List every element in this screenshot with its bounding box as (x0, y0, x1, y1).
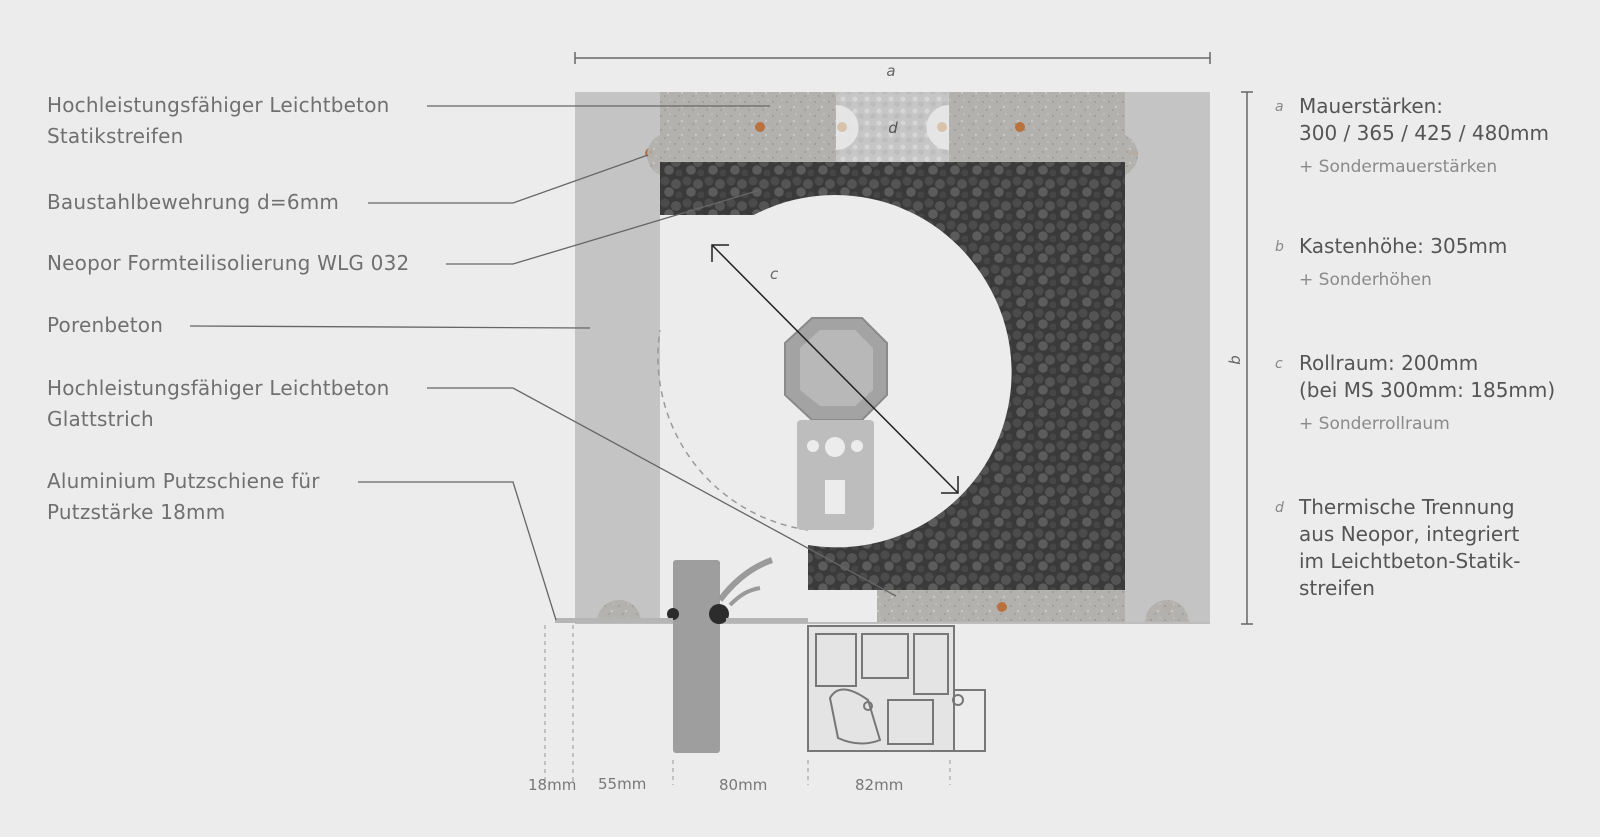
label-glattstrich: Hochleistungsfähiger Leichtbeton Glattst… (47, 376, 390, 431)
dimension-line-a (574, 52, 1211, 64)
label-isolierung: Neopor Formteilisolierung WLG 032 (47, 251, 410, 275)
window-frame-profile (807, 625, 986, 752)
mark-c: c (770, 265, 779, 283)
dim-18mm: 18mm (528, 776, 577, 794)
spec-d: d Thermische Trennung aus Neopor, integr… (1275, 495, 1521, 600)
mark-d: d (888, 119, 898, 137)
label-bewehrung: Baustahlbewehrung d=6mm (47, 190, 340, 214)
spec-c: c Rollraum: 200mm (bei MS 300mm: 185mm) … (1275, 351, 1556, 434)
spec-a: a Mauerstärken: 300 / 365 / 425 / 480mm … (1275, 94, 1550, 177)
label-statikstreifen: Hochleistungsfähiger Leichtbeton Statiks… (47, 93, 390, 148)
dimension-line-b (1241, 91, 1253, 625)
porenbeton-right (1125, 92, 1210, 622)
porenbeton-left (575, 92, 660, 622)
mark-a: a (886, 62, 895, 80)
dimension-guides (544, 625, 951, 785)
neopor-insulation (660, 162, 1125, 590)
dim-82mm: 82mm (855, 776, 904, 794)
rollraum-arrow-c (711, 244, 959, 494)
dim-80mm: 80mm (719, 776, 768, 794)
roller-shaft (784, 317, 888, 530)
label-putzschiene: Aluminium Putzschiene für Putzstärke 18m… (47, 469, 320, 524)
label-porenbeton: Porenbeton (47, 313, 164, 337)
shutter-guide (555, 557, 808, 753)
dim-55mm: 55mm (598, 775, 647, 793)
leader-lines (189, 105, 897, 621)
spec-b: b Kastenhöhe: 305mm + Sonderhöhen (1275, 234, 1508, 290)
mark-b: b (1226, 355, 1244, 365)
